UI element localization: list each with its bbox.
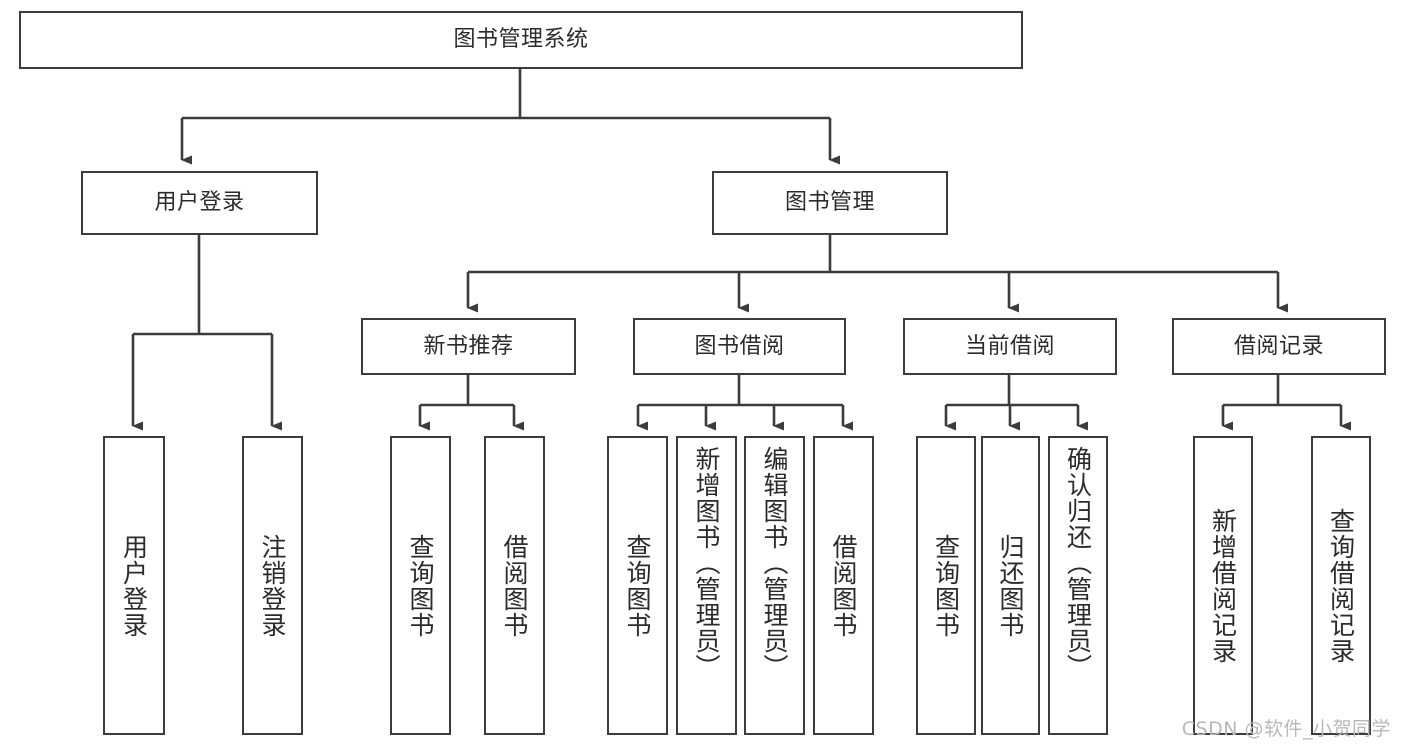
node-leaf-query-book-2[interactable]: 查询图书 [607,436,668,735]
node-label: 图书管理系统 [453,27,589,53]
node-leaf-query-record[interactable]: 查询借阅记录 [1311,436,1371,735]
node-label: 查询借阅记录 [1326,507,1356,664]
node-leaf-query-book-3[interactable]: 查询图书 [916,436,976,735]
node-leaf-query-book-1[interactable]: 查询图书 [390,436,451,735]
node-borrow-record[interactable]: 借阅记录 [1172,318,1386,375]
node-label: 归还图书 [996,533,1025,638]
node-user-login[interactable]: 用户登录 [81,171,318,235]
node-leaf-edit-book[interactable]: 编辑图书（管理员） [744,436,805,735]
node-label: 借阅图书 [829,533,858,638]
node-label: 新增图书（管理员） [692,446,721,680]
node-label: 确认归还（管理员） [1063,446,1093,680]
node-label: 借阅图书 [500,533,529,638]
node-label: 图书管理 [784,190,875,216]
node-label: 查询图书 [931,533,961,638]
csdn-watermark: CSDN @软件_小贺同学 [1181,718,1391,740]
node-leaf-borrow-book-2[interactable]: 借阅图书 [813,436,874,735]
node-leaf-return-book[interactable]: 归还图书 [981,436,1040,735]
node-label: 查询图书 [623,533,652,638]
node-label: 注销登录 [258,533,287,638]
node-leaf-confirm-return[interactable]: 确认归还（管理员） [1048,436,1108,735]
node-label: 用户登录 [119,533,149,638]
node-current-borrow[interactable]: 当前借阅 [903,318,1117,375]
node-label: 查询图书 [406,533,435,638]
node-label: 借阅记录 [1233,333,1324,359]
node-book-manage[interactable]: 图书管理 [712,171,948,235]
node-book-borrow[interactable]: 图书借阅 [633,318,846,375]
node-label: 编辑图书（管理员） [760,446,789,680]
node-label: 图书借阅 [694,333,785,359]
node-leaf-logout[interactable]: 注销登录 [242,436,303,735]
node-new-book-recommend[interactable]: 新书推荐 [361,318,576,375]
node-leaf-user-login[interactable]: 用户登录 [103,436,165,735]
node-label: 当前借阅 [964,333,1055,359]
node-label: 新书推荐 [423,333,514,359]
node-leaf-borrow-book-1[interactable]: 借阅图书 [484,436,545,735]
node-label: 新增借阅记录 [1208,507,1238,664]
node-leaf-add-book[interactable]: 新增图书（管理员） [676,436,737,735]
node-leaf-add-record[interactable]: 新增借阅记录 [1193,436,1253,735]
node-root-system[interactable]: 图书管理系统 [19,11,1023,69]
node-label: 用户登录 [154,190,245,216]
